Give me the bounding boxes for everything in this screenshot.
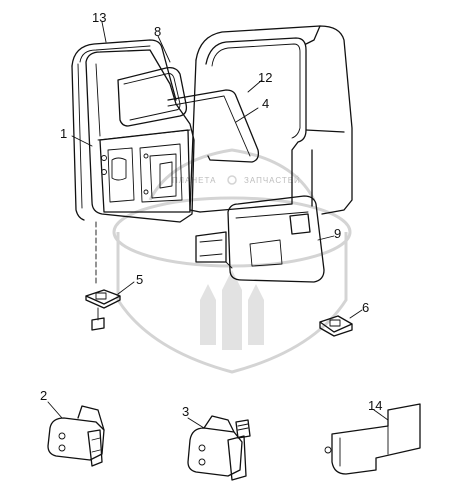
callout-6: 6 <box>362 300 369 315</box>
leader-lines <box>47 21 389 429</box>
callout-labels: 13 8 12 4 1 9 5 6 2 3 14 <box>40 10 382 419</box>
hinge-2 <box>47 405 105 467</box>
hinge-3 <box>187 415 251 481</box>
bracket-14 <box>324 403 421 475</box>
callout-5: 5 <box>136 272 143 287</box>
watermark: ПЛАНЕТА ЗАПЧАСТЕЙ <box>112 148 352 374</box>
callout-9: 9 <box>334 226 341 241</box>
callout-3: 3 <box>182 404 189 419</box>
callout-14: 14 <box>368 398 382 413</box>
hinge-pad-5 <box>85 221 121 331</box>
cab-body <box>189 25 353 215</box>
window-channel <box>167 89 260 163</box>
window-glass <box>117 66 188 127</box>
door-panel <box>85 49 195 223</box>
callout-2: 2 <box>40 388 47 403</box>
hinge-pad-6 <box>319 315 353 337</box>
watermark-right-text: ЗАПЧАСТЕЙ <box>244 176 301 185</box>
callout-8: 8 <box>154 24 161 39</box>
callout-13: 13 <box>92 10 106 25</box>
door-seal <box>71 39 177 221</box>
callout-1: 1 <box>60 126 67 141</box>
door-trim-panel <box>195 195 325 283</box>
watermark-left-text: ПЛАНЕТА <box>172 176 216 185</box>
callout-12: 12 <box>258 70 272 85</box>
callout-4: 4 <box>262 96 269 111</box>
